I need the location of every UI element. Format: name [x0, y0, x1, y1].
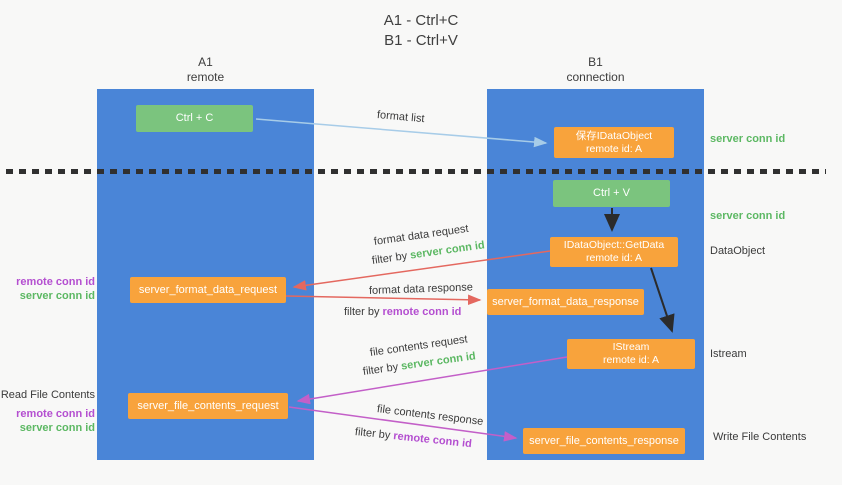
diagram-title: A1 - Ctrl+C B1 - Ctrl+V	[0, 11, 842, 51]
left-label-server-conn-id-2: server conn id	[19, 422, 95, 434]
node-ctrl-c: Ctrl + C	[136, 105, 253, 132]
node-istream-line1: IStream	[612, 341, 650, 353]
node-getdata-line1: IDataObject::GetData	[563, 239, 665, 251]
lane-a1-subtitle: remote	[186, 70, 225, 84]
node-getdata-line2: remote id: A	[585, 252, 643, 264]
server-conn-id-key: server conn id	[409, 239, 486, 262]
node-save-idataobject: 保存IDataObject remote id: A	[554, 127, 674, 158]
lane-b1-subtitle: connection	[566, 70, 625, 84]
node-istream-line2: remote id: A	[602, 354, 660, 366]
left-label-server-conn-id-1: server conn id	[19, 290, 95, 302]
right-label-write-file-contents: Write File Contents	[713, 431, 807, 443]
left-label-remote-conn-id-1: remote conn id	[16, 276, 95, 288]
node-ctrl-v: Ctrl + V	[553, 180, 670, 207]
title-line-1: A1 - Ctrl+C	[383, 12, 459, 29]
left-label-read-file-contents: Read File Contents	[0, 389, 95, 401]
node-idataobject-getdata: IDataObject::GetData remote id: A	[550, 237, 678, 267]
label-format-data-response: format data response	[368, 281, 474, 297]
filter-by-text: filter by	[362, 361, 399, 378]
filter-by-text: filter by	[371, 250, 408, 267]
lane-a1-title: A1	[198, 55, 213, 69]
title-line-2: B1 - Ctrl+V	[384, 32, 458, 49]
node-ctrl-c-label: Ctrl + C	[175, 112, 214, 124]
node-format-response-label: server_format_data_response	[492, 295, 639, 308]
node-ctrl-v-label: Ctrl + V	[593, 187, 630, 199]
right-label-server-conn-id-2: server conn id	[710, 210, 786, 222]
node-format-request-label: server_format_data_request	[138, 283, 278, 296]
node-file-response-label: server_file_contents_response	[529, 434, 679, 447]
node-server-file-contents-request: server_file_contents_request	[128, 393, 288, 419]
node-server-format-data-response: server_format_data_response	[487, 289, 644, 315]
dotted-separator-line	[6, 169, 826, 174]
node-save-idataobject-line1: 保存IDataObject	[575, 129, 653, 142]
node-save-idataobject-line2: remote id: A	[585, 142, 643, 155]
remote-conn-id-key: remote conn id	[382, 306, 462, 318]
node-server-format-data-request: server_format_data_request	[130, 277, 286, 303]
arrow-format-data-response	[285, 294, 482, 306]
right-label-istream: Istream	[710, 348, 747, 360]
label-format-data-response-filter: filter by remote conn id	[344, 306, 461, 318]
lane-header-b1: B1 connection	[487, 55, 704, 85]
label-file-contents-response-filter: filter by remote conn id	[354, 426, 472, 450]
lane-b1-title: B1	[588, 55, 603, 69]
node-server-file-contents-response: server_file_contents_response	[523, 428, 685, 454]
left-label-remote-conn-id-2: remote conn id	[16, 408, 95, 420]
lane-header-a1: A1 remote	[97, 55, 314, 85]
label-format-list: format list	[376, 109, 426, 126]
node-file-request-label: server_file_contents_request	[137, 399, 279, 412]
right-label-server-conn-id-1: server conn id	[710, 133, 786, 145]
label-file-contents-response: file contents response	[376, 403, 484, 428]
remote-conn-id-key: remote conn id	[392, 430, 473, 451]
filter-by-text: filter by	[354, 426, 391, 442]
filter-by-text: filter by	[344, 306, 380, 318]
right-label-dataobject: DataObject	[710, 245, 766, 257]
node-istream: IStream remote id: A	[567, 339, 695, 369]
server-conn-id-key: server conn id	[400, 350, 477, 373]
